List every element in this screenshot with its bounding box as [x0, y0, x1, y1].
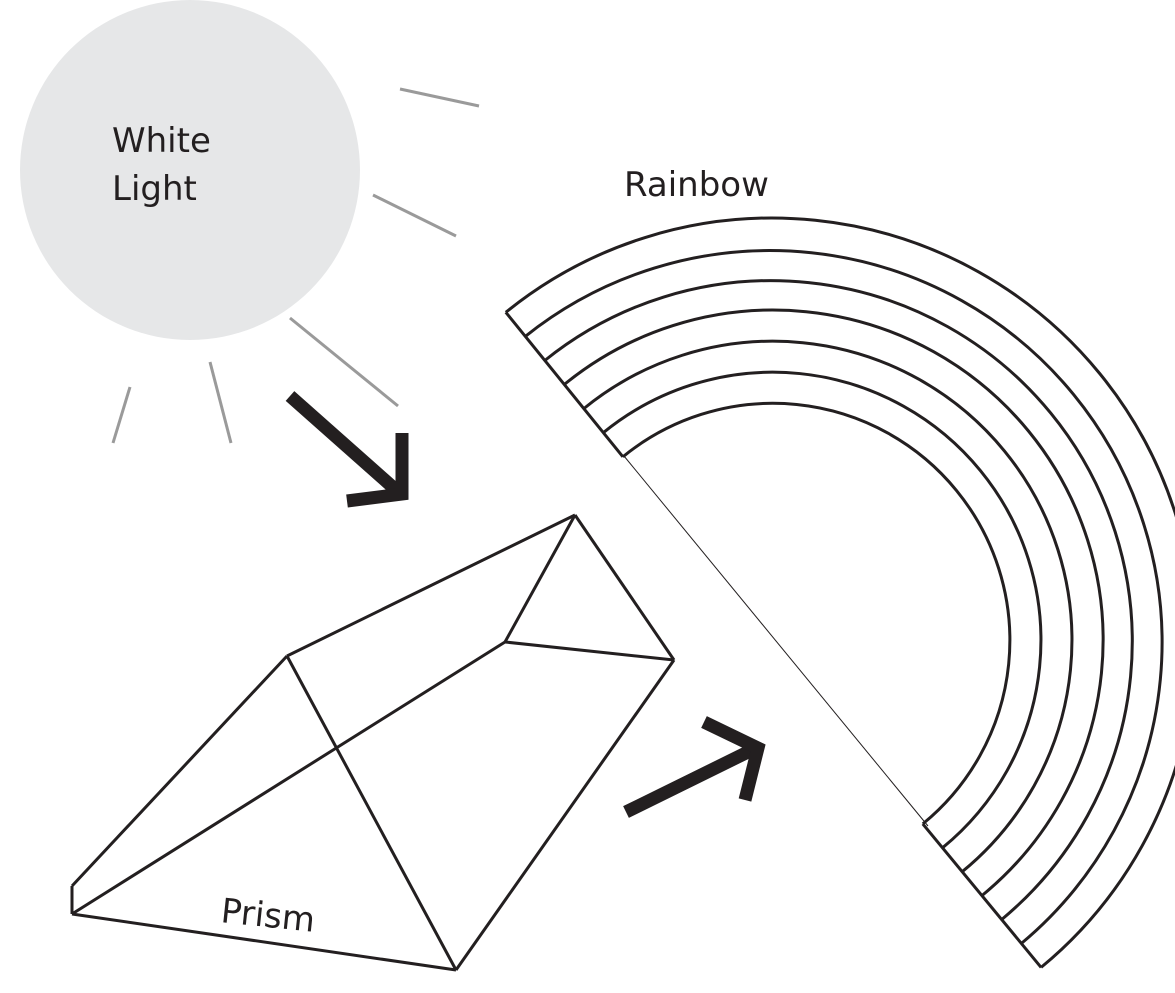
sun-label-line1: White	[112, 121, 211, 161]
rainbow-end-cap	[506, 312, 623, 457]
rainbow: Rainbow	[506, 165, 1175, 967]
rainbow-label: Rainbow	[624, 165, 769, 205]
sun-ray	[290, 318, 398, 406]
arrow-down-right-icon	[290, 396, 402, 501]
sun-ray	[210, 362, 231, 443]
prism-edge	[505, 515, 575, 642]
prism-edge	[72, 656, 287, 886]
rainbow-inner-chord	[624, 456, 928, 826]
prism-edge	[575, 515, 674, 660]
arrow-up-right-icon	[626, 722, 758, 812]
sun-ray	[400, 89, 479, 106]
prism-edge	[456, 660, 674, 970]
rainbow-band-arc	[525, 251, 1162, 944]
prism-edge	[505, 642, 674, 660]
rainbow-band-arc	[506, 218, 1175, 967]
rainbow-band-arc	[603, 372, 1041, 848]
prism-edge	[287, 515, 575, 656]
outgoing-arrow-shaft	[626, 750, 752, 812]
sun-ray	[373, 195, 456, 236]
rainbow-bands	[506, 218, 1175, 967]
incoming-arrow-shaft	[290, 396, 396, 490]
prism-label: Prism	[219, 891, 317, 941]
sun: White Light	[20, 0, 360, 340]
sun-label-line2: Light	[112, 169, 197, 209]
rainbow-band-arc	[623, 403, 1010, 824]
rainbow-end-cap	[923, 824, 1041, 968]
prism-edge	[72, 642, 505, 914]
prism: Prism	[72, 515, 674, 970]
sun-ray	[113, 387, 130, 443]
